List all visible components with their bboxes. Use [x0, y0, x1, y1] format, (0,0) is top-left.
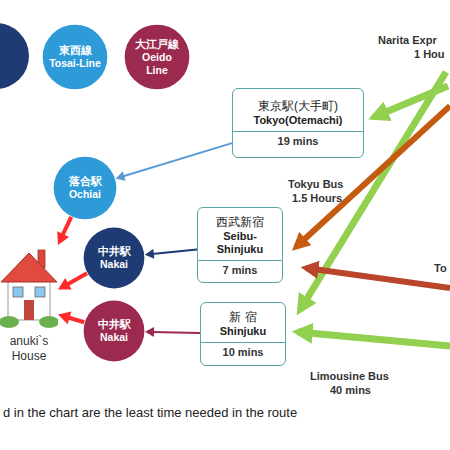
- line-circle: 大江戸線Oeido Line: [124, 24, 190, 90]
- house-name: anuki`s House: [0, 334, 58, 364]
- circle-fill: [84, 228, 145, 289]
- station-name-en: Nakai: [100, 331, 128, 344]
- station-name-ja: 中井駅: [98, 318, 131, 331]
- station-name-ja: 落合駅: [69, 175, 102, 188]
- travel-time: 19 mins: [278, 135, 319, 147]
- station-name-ja: 東西線: [59, 44, 92, 57]
- route-connector: [58, 312, 84, 325]
- route-arrow: [306, 268, 450, 288]
- route-label: 40 mins: [330, 384, 371, 396]
- route-label: Tokyu Bus: [288, 178, 343, 190]
- station-name-en: Oeido Line: [131, 51, 183, 77]
- travel-time: 10 mins: [223, 346, 264, 358]
- arrow-head: [116, 171, 126, 180]
- station-name-ja: 西武新宿: [216, 215, 264, 230]
- house-window: [35, 287, 45, 297]
- circle-fill: [84, 301, 145, 362]
- station-name-en: Nakai: [100, 258, 128, 271]
- connector-line: [152, 249, 197, 254]
- house-window: [13, 287, 23, 297]
- house-wall: [8, 278, 50, 320]
- station-box: 西武新宿Seibu-Shinjuku 7 mins: [197, 207, 283, 283]
- station-circle: 中井駅Nakai: [83, 300, 145, 362]
- box-divider: [198, 260, 282, 261]
- station-name-ja: 新 宿: [229, 310, 256, 325]
- route-label: To: [434, 262, 447, 274]
- arrow-head: [145, 249, 154, 259]
- circle-fill: [43, 25, 108, 90]
- circle-fill: [54, 157, 117, 220]
- station-box: 東京駅(大手町)Tokyo(Otemachi) 19 mins: [232, 88, 364, 158]
- travel-time: 7 mins: [223, 264, 258, 276]
- line-circle: [0, 23, 29, 89]
- house-door: [24, 300, 34, 320]
- circle-fill: [125, 25, 190, 90]
- connector-line: [67, 317, 84, 322]
- route-connector: [58, 273, 87, 289]
- connector-line: [66, 273, 87, 285]
- station-circle: 落合駅Ochiai: [53, 156, 117, 220]
- box-divider: [201, 342, 285, 343]
- route-label: Narita Expr: [378, 34, 437, 46]
- connector-line: [62, 217, 71, 236]
- station-name-en: Seibu-Shinjuku: [198, 230, 282, 256]
- station-name-ja: 大江戸線: [135, 38, 179, 51]
- connector-line: [152, 332, 200, 333]
- station-name-en: Ochiai: [69, 188, 101, 201]
- station-name-ja: 中井駅: [98, 245, 131, 258]
- arrow-head: [145, 327, 154, 337]
- station-name-en: Tosai-Line: [49, 57, 101, 70]
- line-circle: 東西線Tosai-Line: [42, 24, 108, 90]
- house-bush: [0, 316, 19, 328]
- route-label: 1.5 Hours: [292, 192, 342, 204]
- station-name-en: Shinjuku: [218, 325, 268, 338]
- station-circle: 中井駅Nakai: [83, 227, 145, 289]
- arrow-head: [58, 312, 71, 325]
- route-arrow: [374, 86, 448, 117]
- house-node: anuki`s House: [0, 240, 58, 372]
- route-label: 1 Hou: [414, 48, 445, 60]
- station-name-ja: 東京駅(大手町): [258, 99, 338, 114]
- arrow-head: [58, 278, 72, 290]
- caption-note: d in the chart are the least time needed…: [3, 405, 297, 420]
- box-divider: [233, 131, 363, 132]
- house-bush: [39, 316, 58, 328]
- route-arrow: [298, 332, 450, 346]
- route-connector: [145, 249, 197, 259]
- route-connector: [57, 217, 71, 245]
- connector-line: [122, 143, 232, 176]
- arrow-head: [57, 231, 69, 245]
- house-illustration: [0, 240, 58, 330]
- route-connector: [116, 143, 232, 181]
- house-roof: [1, 253, 57, 282]
- route-label: Limousine Bus: [310, 370, 389, 382]
- station-box: 新 宿Shinjuku 10 mins: [200, 302, 286, 366]
- route-connector: [145, 327, 200, 337]
- station-name-en: Tokyo(Otemachi): [251, 114, 344, 127]
